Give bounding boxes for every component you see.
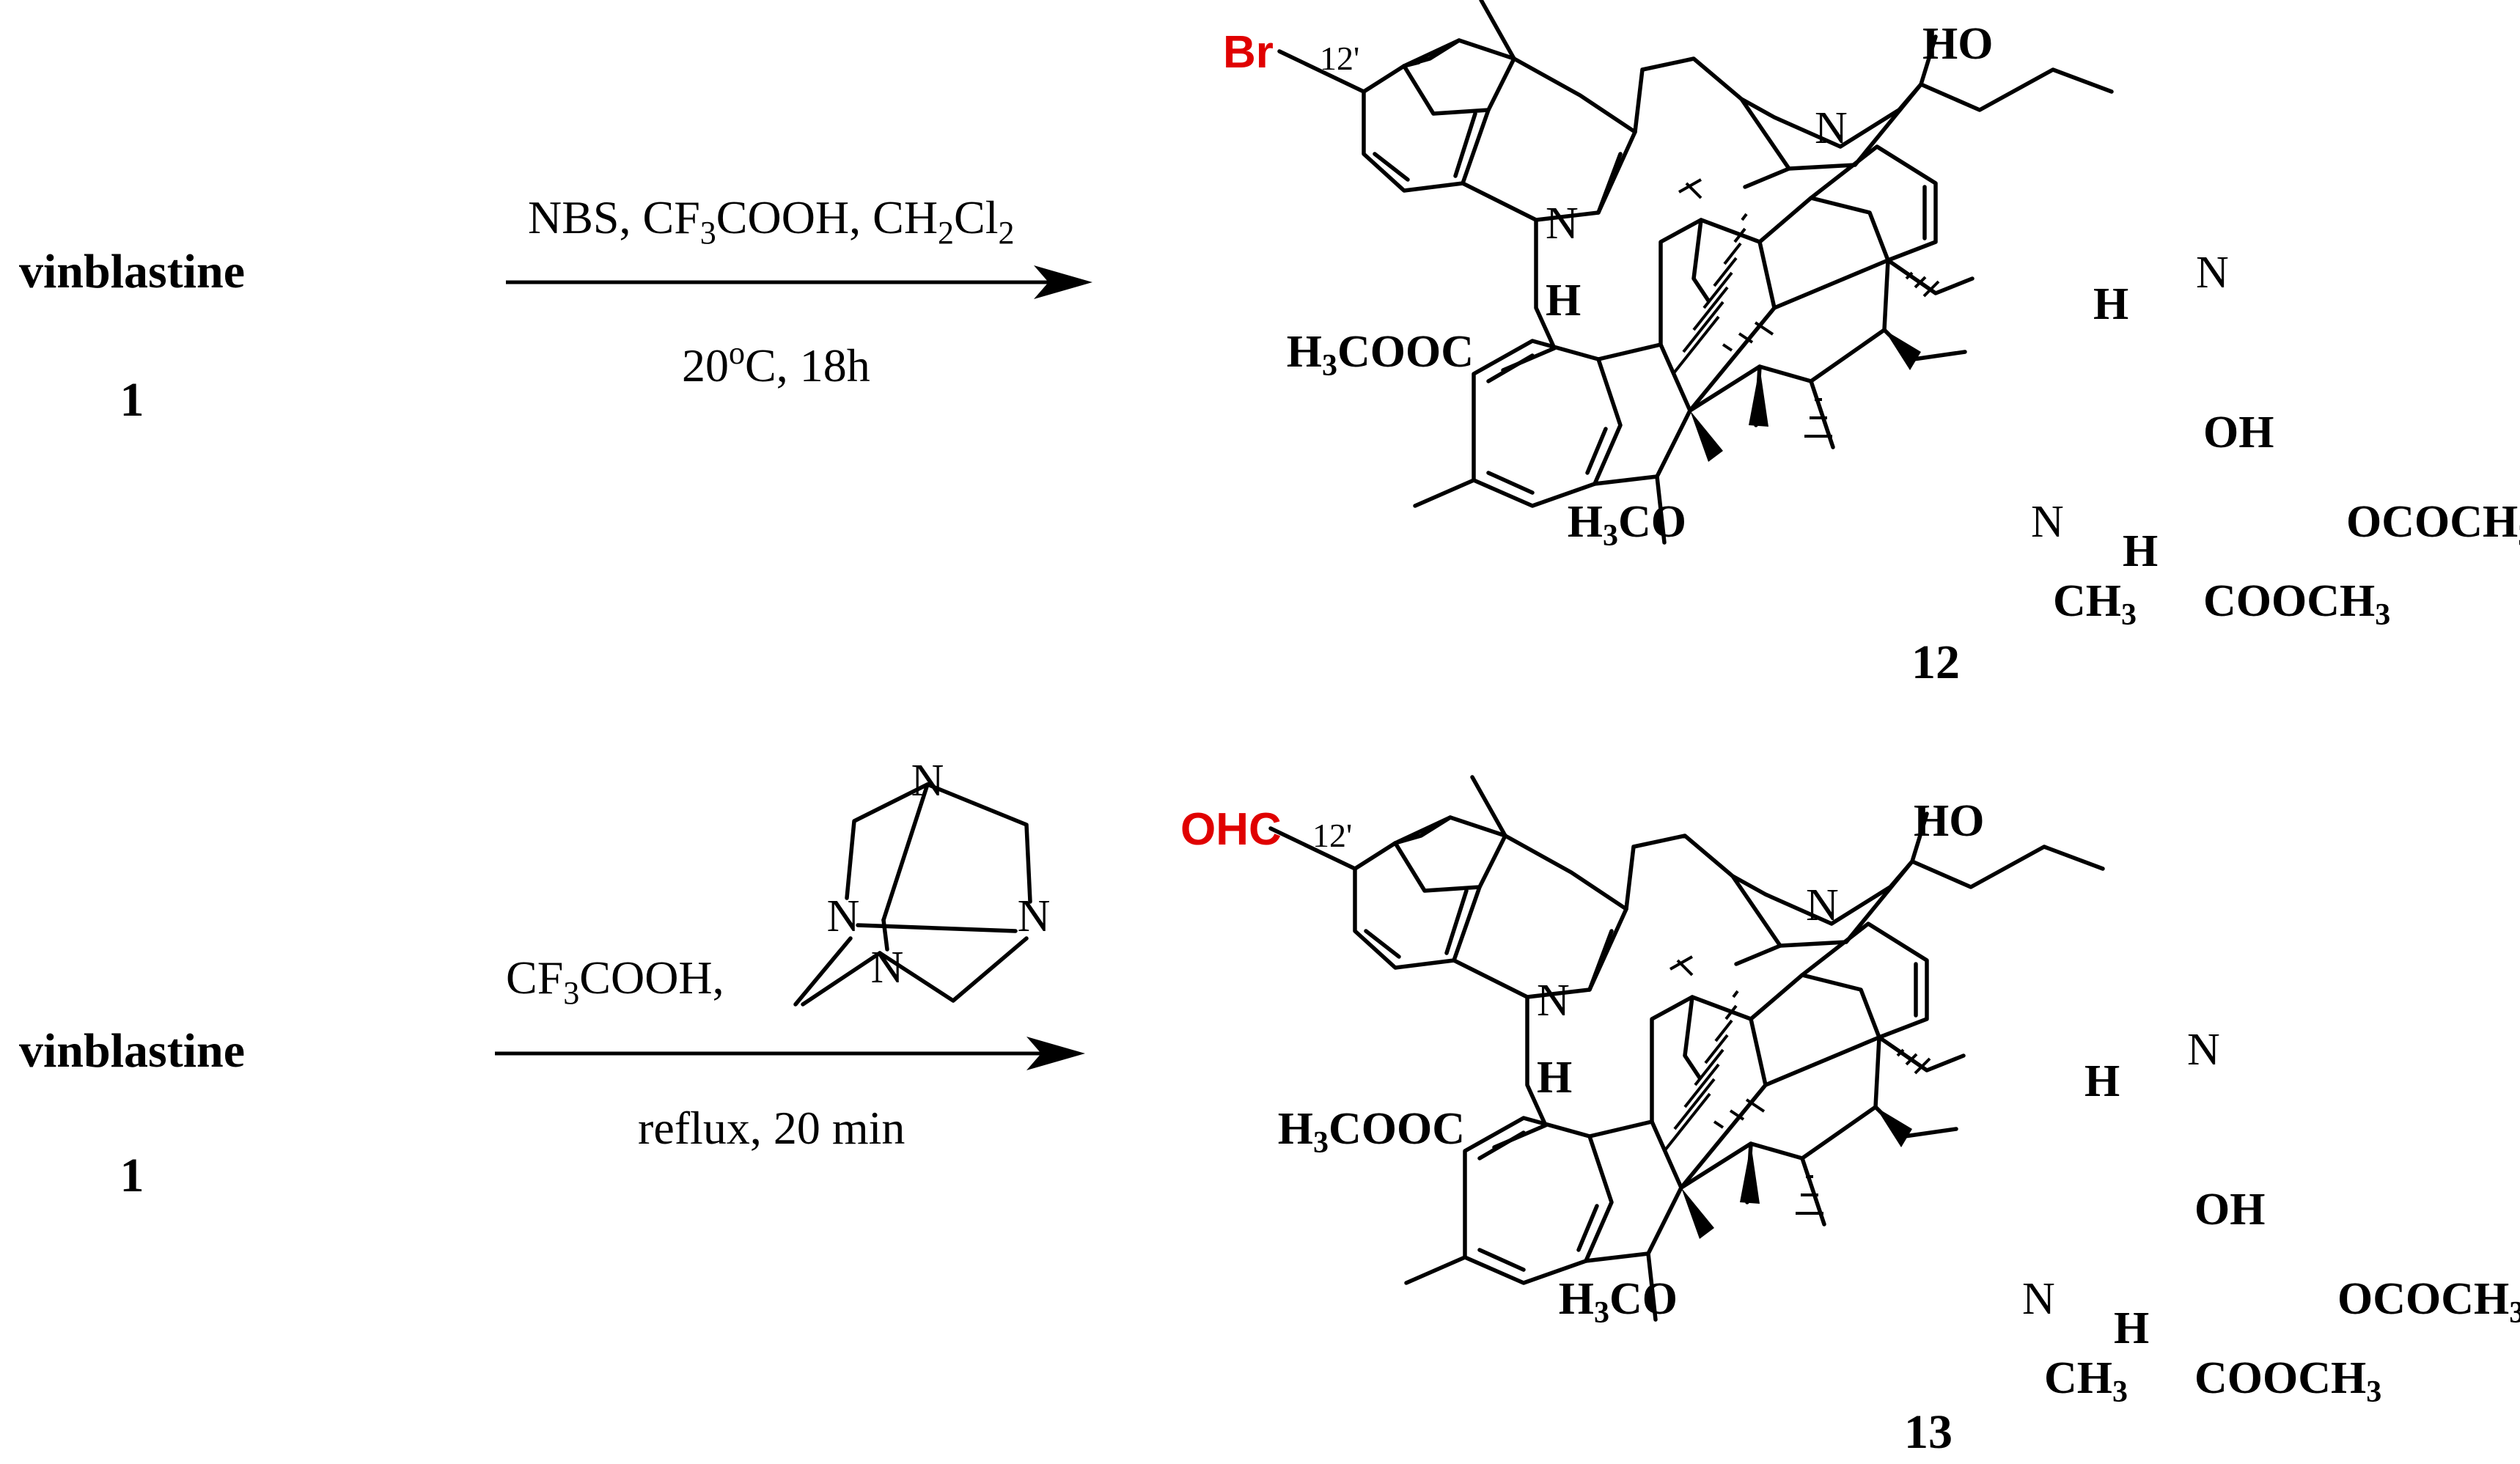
product-12-nh-n: N — [1546, 199, 1579, 249]
product-12-structure — [1277, 0, 2114, 545]
hmta-n-top: N — [911, 756, 944, 806]
product-13-structure — [1268, 775, 2105, 1322]
product-12-n-upper: N — [1815, 103, 1848, 153]
reaction2-reactant-number: 1 — [120, 1149, 144, 1202]
product-12-h-right: H — [2093, 279, 2128, 329]
product-13-nh-h: H — [1537, 1053, 1572, 1103]
product-13-ester-bottom: COOCH3 — [2194, 1353, 2381, 1409]
reaction1-reactant-name: vinblastine — [19, 245, 245, 298]
product-13-hydroxyl-mid: OH — [2194, 1185, 2265, 1235]
product-13-h-right: H — [2084, 1056, 2120, 1106]
product-13-hydroxyl-top: HO — [1914, 796, 1984, 846]
product-13-acetoxy: OCOCH3 — [2337, 1274, 2520, 1330]
reaction1-reactant-number: 1 — [120, 373, 144, 427]
product-12-methoxy: H3CO — [1568, 497, 1686, 553]
hmta-n-right: N — [1018, 891, 1051, 941]
product-13-methoxy: H3CO — [1559, 1274, 1678, 1330]
hmta-reagent: N N N N — [793, 756, 1051, 1007]
product-12-n-lower: N — [2031, 497, 2064, 547]
product-12-n-right: N — [2196, 248, 2229, 298]
reaction1-conditions: 20oC, 18h — [682, 335, 870, 391]
product-12-bromine: Br — [1223, 27, 1274, 78]
product-12-position-label: 12' — [1320, 40, 1359, 77]
product-13-formyl: OHC — [1180, 804, 1282, 855]
product-12-number: 12 — [1911, 636, 1960, 689]
product-12-hydroxyl-top: HO — [1922, 19, 1993, 69]
product-13-n-lower: N — [2022, 1274, 2055, 1324]
reaction2-conditions: reflux, 20 min — [638, 1102, 905, 1154]
product-13-methyl: CH3 — [2044, 1353, 2128, 1409]
reaction1-arrow — [506, 265, 1092, 299]
product-13-number: 13 — [1904, 1405, 1953, 1459]
hmta-n-bottom: N — [871, 943, 904, 993]
product-12-ester-left: H3COOC — [1287, 327, 1474, 383]
product-13-n-upper: N — [1806, 880, 1839, 930]
reaction1-reagents: NBS, CF3COOH, CH2Cl2 — [528, 191, 1015, 251]
hmta-n-left: N — [827, 891, 860, 941]
reaction2-reactant-name: vinblastine — [19, 1024, 245, 1078]
product-13-ester-left: H3COOC — [1278, 1104, 1465, 1160]
product-12-hydroxyl-mid: OH — [2203, 408, 2274, 457]
product-12-nh-h: H — [1546, 276, 1581, 325]
reaction2-arrow — [495, 1037, 1085, 1070]
product-13-h-lower: H — [2114, 1303, 2149, 1353]
product-13-n-right: N — [2187, 1025, 2220, 1075]
product-12-ester-bottom: COOCH3 — [2203, 576, 2390, 632]
product-13-position-label: 12' — [1312, 817, 1352, 854]
product-12-methyl: CH3 — [2053, 576, 2137, 632]
product-12-h-lower: H — [2123, 526, 2158, 576]
product-13-nh-n: N — [1537, 976, 1570, 1026]
reaction2-acid-reagent: CF3COOH, — [506, 952, 724, 1011]
product-12-acetoxy: OCOCH3 — [2346, 497, 2520, 553]
